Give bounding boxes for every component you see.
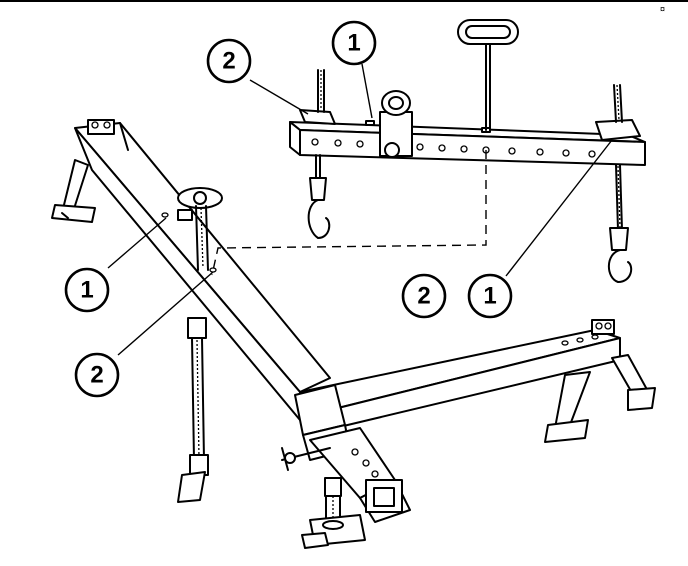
- right-hook-assembly: [595, 84, 641, 283]
- center-front-foot: [301, 477, 366, 549]
- callout-circle: [64, 267, 110, 313]
- callout-label: 1: [483, 283, 496, 310]
- callout-c2-left: 2: [74, 352, 120, 398]
- callout-c1-top: 1: [331, 20, 377, 66]
- lift-bar: [289, 120, 646, 166]
- callout-circle: [74, 352, 120, 398]
- callout-label: 2: [222, 48, 235, 75]
- callout-label: 1: [347, 30, 360, 57]
- t-handle: [457, 19, 519, 131]
- leader-c2-left: [117, 271, 214, 356]
- lift-bar-center-bracket: [379, 90, 413, 158]
- left-front-foot: [51, 159, 96, 223]
- dashed-connection-line: [211, 150, 487, 276]
- callout-circle: [206, 38, 252, 84]
- callout-c1-left: 1: [64, 267, 110, 313]
- callout-label: 2: [417, 283, 430, 310]
- callout-circle: [401, 273, 447, 319]
- leader-c1-right: [505, 139, 613, 277]
- center-sleeve: [281, 384, 411, 523]
- callout-c1-right: 1: [467, 273, 513, 319]
- right-long-beam: [299, 319, 621, 429]
- callout-group: 1 2 1 2 2 1: [64, 20, 513, 398]
- callout-label: 2: [90, 362, 103, 389]
- leader-c1-top: [361, 63, 373, 119]
- left-hook-assembly: [299, 69, 336, 239]
- corner-mark: ¤: [660, 4, 665, 14]
- callout-c2-top: 2: [206, 38, 252, 84]
- callout-circle: [467, 273, 513, 319]
- left-lift-bolt: [177, 187, 223, 271]
- callout-label: 1: [80, 277, 93, 304]
- leader-c1-left: [107, 217, 167, 269]
- callout-c2-right: 2: [401, 273, 447, 319]
- left-vertical-strut: [177, 317, 209, 503]
- callout-circle: [331, 20, 377, 66]
- leader-c2-top: [249, 79, 309, 115]
- right-rear-foot: [544, 354, 656, 443]
